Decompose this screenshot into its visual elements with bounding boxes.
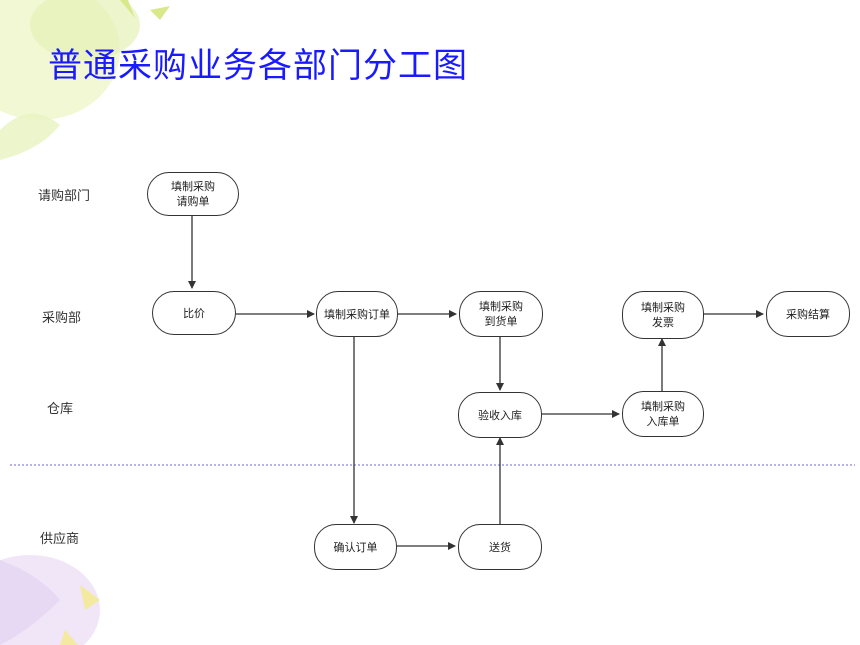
node-fill-receipt: 填制采购 入库单 [622,391,704,437]
node-compare-price: 比价 [152,291,236,335]
page-title: 普通采购业务各部门分工图 [48,46,468,86]
lane-label-supplier: 供应商 [40,532,80,547]
node-inspect-receive: 验收入库 [458,392,542,438]
node-fill-po: 填制采购订单 [316,291,398,337]
node-confirm-order: 确认订单 [314,524,397,570]
lane-label-requisition: 请购部门 [38,189,91,204]
lane-label-warehouse: 仓库 [47,402,74,417]
node-fill-arrival: 填制采购 到货单 [459,291,543,337]
node-fill-invoice: 填制采购 发票 [622,291,704,339]
node-deliver: 送货 [458,524,542,570]
node-settlement: 采购结算 [766,291,850,337]
lane-label-purchasing: 采购部 [42,311,82,326]
node-fill-requisition: 填制采购 请购单 [147,172,239,216]
